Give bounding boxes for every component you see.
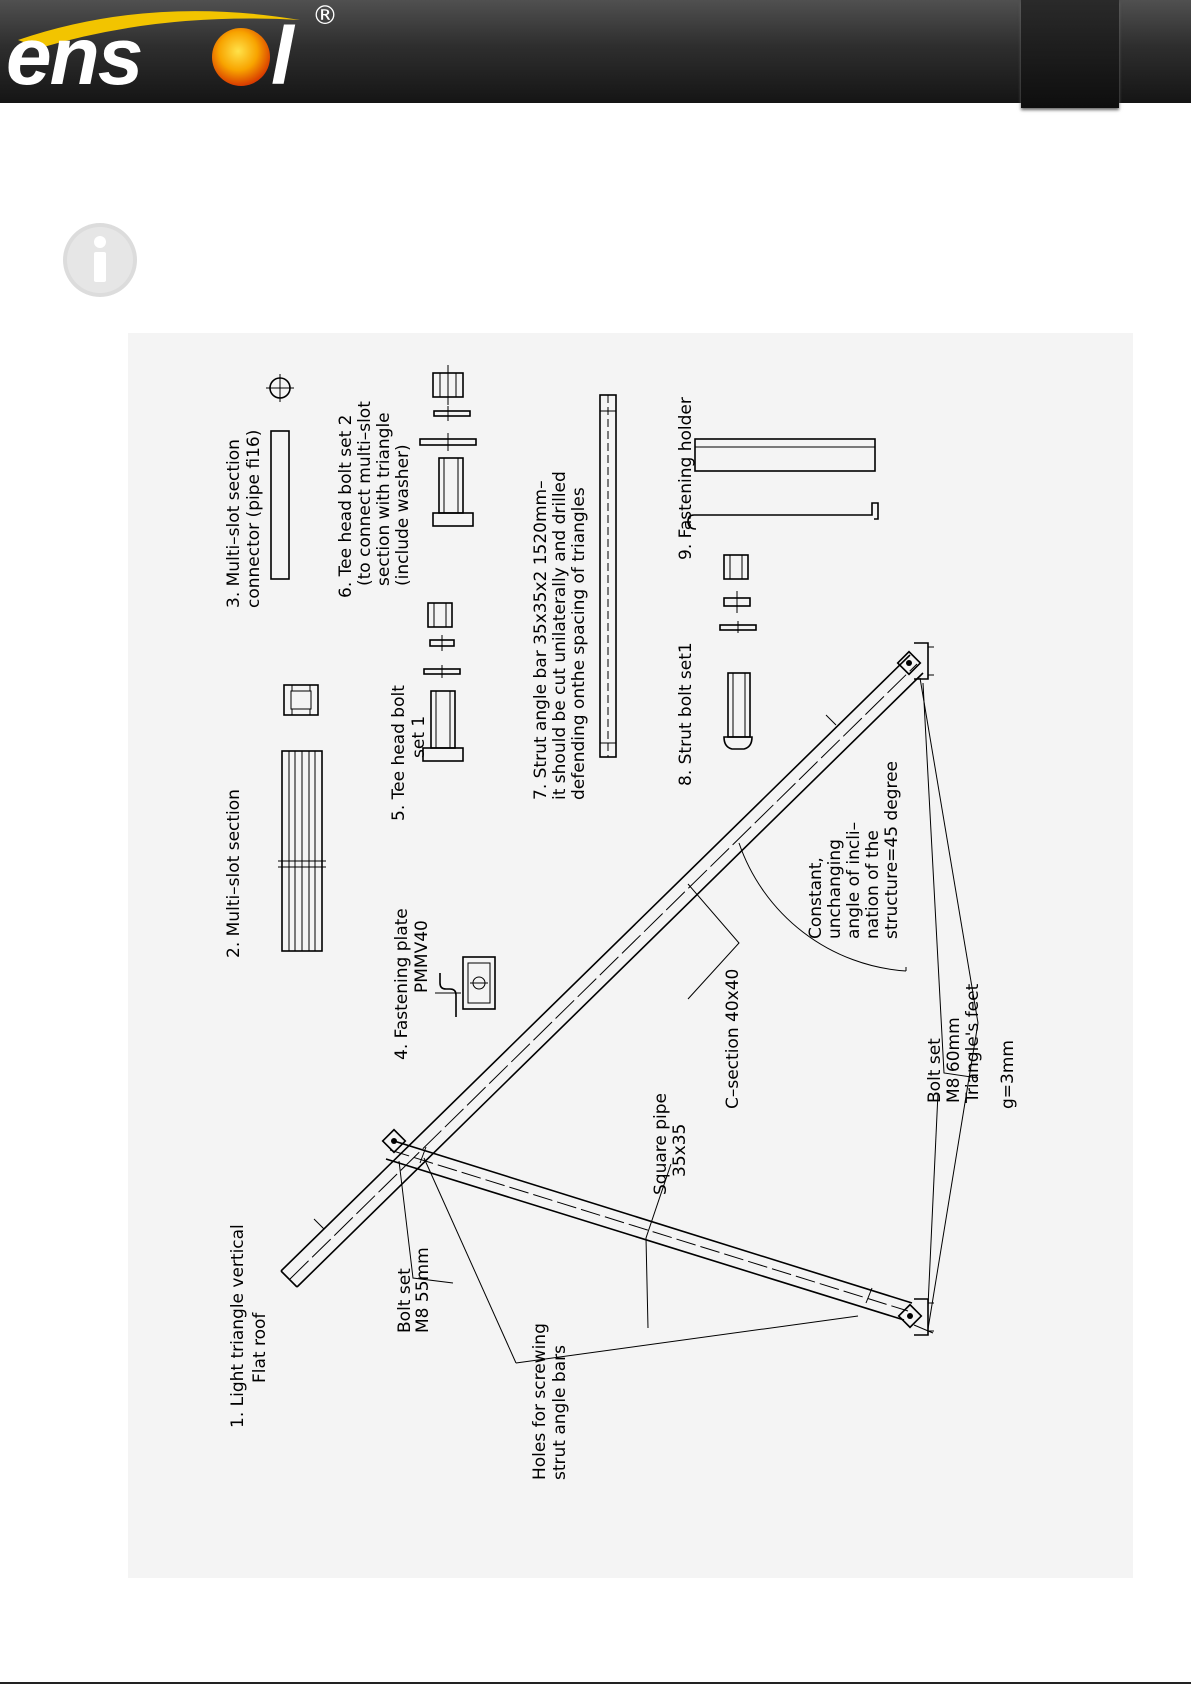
c-section-label: C–section 40x40 <box>723 969 743 1109</box>
part-7-label: 7. Strut angle bar 35x35x2 1520mm– <box>531 480 551 800</box>
fastening-holder <box>687 438 879 530</box>
logo-text-right: l <box>271 11 296 100</box>
part-6-sublabel-2: section with triangle <box>374 412 394 586</box>
part-3-label: 3. Multi–slot section <box>224 439 244 608</box>
part-8-label: 8. Strut bolt set1 <box>676 642 696 786</box>
holes-label: Holes for screwing <box>530 1323 550 1480</box>
thickness-label: g=3mm <box>998 1040 1018 1109</box>
part-7-sublabel-2: defending onthe spacing of triangles <box>569 487 589 800</box>
part-2-label: 2. Multi–slot section <box>224 789 244 958</box>
part-4-sublabel: PMMV40 <box>412 920 432 993</box>
logo-arc <box>18 11 300 49</box>
multi-slot-section <box>278 684 326 952</box>
part-6-sublabel-3: (include washer) <box>393 444 413 586</box>
square-pipe-size-label: 35x35 <box>670 1124 690 1177</box>
part-1-sublabel: Flat roof <box>250 1312 270 1383</box>
ensol-logo: ens l ® <box>6 1 338 100</box>
part-7-sublabel-1: it should be cut unilaterally and drille… <box>550 471 570 800</box>
triangle-structure <box>280 642 934 1336</box>
drawing-background <box>128 333 1133 1578</box>
angle-label-4: nation of the <box>863 830 883 939</box>
tee-head-bolt-set-1 <box>422 602 464 762</box>
feet-bolt-set-label: Bolt set <box>925 1038 945 1103</box>
bolt-set-top-label: Bolt set <box>395 1268 415 1333</box>
footer-rule <box>0 1682 1191 1684</box>
part-6-sublabel-1: (to connect multi–slot <box>355 401 375 586</box>
strut-angle-bar <box>599 394 617 758</box>
header-tab <box>1021 0 1119 108</box>
part-1-label: 1. Light triangle vertical <box>228 1224 248 1428</box>
part-3-sublabel: connector (pipe fi16) <box>244 430 264 608</box>
angle-label-2: unchanging <box>825 839 845 939</box>
part-4-label: 4. Fastening plate <box>392 908 412 1060</box>
leader-lines <box>398 677 979 1364</box>
mounting-drawing: 1. Light triangle vertical Flat roof 2. … <box>224 365 1018 1480</box>
multi-slot-connector <box>266 374 294 580</box>
fastening-plate <box>435 956 496 1017</box>
part-9-label: 9. Fastening holder <box>676 397 696 560</box>
logo-registered-mark: ® <box>312 1 338 31</box>
angle-label-5: structure=45 degree <box>882 761 902 939</box>
angle-label-3: angle of incli– <box>844 822 864 939</box>
holes-sublabel: strut angle bars <box>550 1345 570 1480</box>
logo-text-left: ens <box>6 11 141 100</box>
part-5-label: 5. Tee head bolt <box>389 685 409 821</box>
feet-label: Triangle's feet <box>963 983 983 1104</box>
square-pipe-label: Square pipe <box>651 1093 671 1195</box>
info-icon <box>63 223 137 297</box>
logo-sun <box>212 28 270 86</box>
strut-bolt-set <box>719 554 757 750</box>
part-5-sublabel: set 1 <box>409 716 429 758</box>
tee-head-bolt-set-2 <box>419 365 477 527</box>
bolt-set-top-size-label: M8 55mm <box>413 1247 433 1333</box>
angle-label-1: Constant, <box>806 857 826 939</box>
feet-bolt-size-label: M8 60mm <box>944 1017 964 1103</box>
part-6-label: 6. Tee head bolt set 2 <box>336 415 356 598</box>
